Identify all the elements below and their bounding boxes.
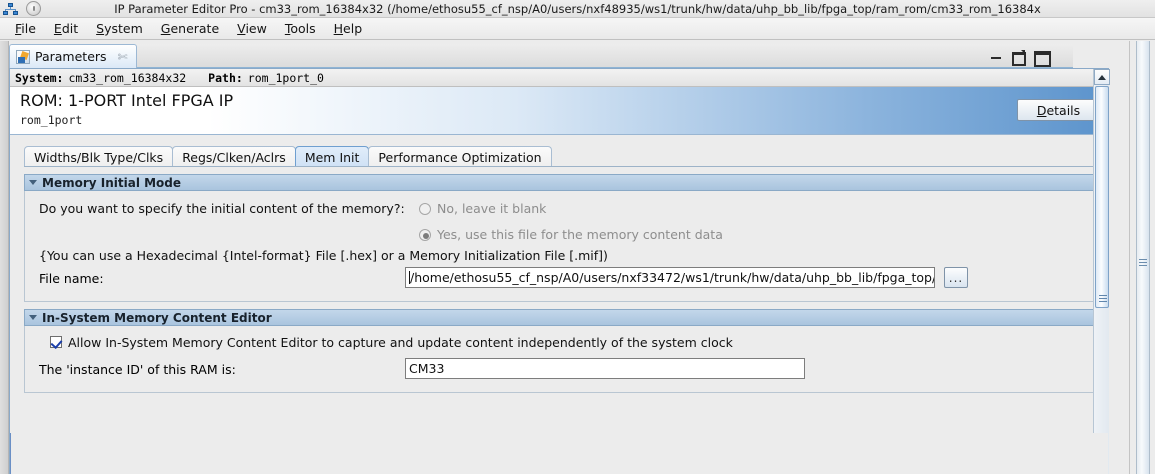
- checkbox-icon-allow-capture[interactable]: [50, 336, 62, 348]
- details-mnemonic: D: [1036, 102, 1047, 118]
- radio-option-no[interactable]: No, leave it blank: [419, 201, 546, 216]
- menu-bar: File Edit System Generate View Tools Hel…: [0, 18, 1155, 40]
- tab-label: Regs/Clken/Aclrs: [182, 149, 286, 165]
- group-memory-initial-mode-header[interactable]: Memory Initial Mode: [24, 174, 1103, 191]
- panel-body: Memory Initial Mode Do you want to speci…: [24, 174, 1103, 474]
- allow-capture-checkbox-row[interactable]: Allow In-System Memory Content Editor to…: [25, 332, 1102, 352]
- outer-scrollbar[interactable]: [1136, 41, 1150, 474]
- scroll-up-icon[interactable]: [1094, 69, 1110, 85]
- group-title: In-System Memory Content Editor: [42, 310, 272, 325]
- close-icon[interactable]: ✄: [117, 49, 128, 64]
- menu-tools[interactable]: Tools: [284, 21, 316, 36]
- path-value: rom_1port_0: [247, 70, 324, 85]
- group-memory-initial-mode: Memory Initial Mode Do you want to speci…: [24, 174, 1103, 302]
- file-name-value: /home/ethosu55_cf_nsp/A0/users/nxf33472/…: [410, 270, 935, 285]
- tab-performance-optimization[interactable]: Performance Optimization: [368, 146, 552, 167]
- menu-file[interactable]: File: [15, 21, 36, 36]
- menu-help-rest: elp: [343, 21, 363, 36]
- page-subtitle: rom_1port: [20, 113, 83, 127]
- parameter-tabs: Widths/Blk Type/Clks Regs/Clken/Aclrs Me…: [10, 145, 1109, 167]
- instance-id-input[interactable]: CM33: [405, 358, 805, 379]
- details-label-rest: etails: [1046, 102, 1081, 118]
- outer-scrollbar-grip: [1139, 259, 1147, 268]
- file-name-row: File name: /home/ethosu55_cf_nsp/A0/user…: [25, 267, 1102, 293]
- memory-content-question: Do you want to specify the initial conte…: [39, 200, 405, 216]
- radio-icon-no[interactable]: [419, 203, 431, 215]
- text-caret: [409, 271, 410, 284]
- menu-help[interactable]: Help: [333, 21, 363, 36]
- menu-edit[interactable]: Edit: [53, 21, 79, 36]
- scrollbar-thumb[interactable]: [1095, 86, 1109, 308]
- file-name-input[interactable]: /home/ethosu55_cf_nsp/A0/users/nxf33472/…: [405, 267, 935, 288]
- menu-generate[interactable]: Generate: [160, 21, 220, 36]
- tab-label: Mem Init: [304, 149, 360, 165]
- hierarchy-icon: [2, 1, 20, 17]
- chevron-down-icon[interactable]: [29, 315, 37, 320]
- radio-label-yes: Yes, use this file for the memory conten…: [437, 226, 723, 242]
- system-menu-icon[interactable]: [26, 1, 41, 16]
- menu-system-rest: ystem: [104, 21, 143, 36]
- file-name-label: File name:: [39, 271, 104, 286]
- tab-mem-init[interactable]: Mem Init: [294, 146, 370, 167]
- panel-empty-area: [10, 433, 1108, 474]
- minimize-icon[interactable]: [990, 50, 1003, 62]
- vertical-scrollbar[interactable]: [1093, 69, 1110, 474]
- radio-label-no: No, leave it blank: [437, 200, 547, 216]
- document-tab-label: Parameters: [35, 49, 107, 64]
- left-frame-strip: [0, 41, 9, 474]
- system-value: cm33_rom_16384x32: [68, 70, 187, 85]
- group-in-system-memory-content-editor: In-System Memory Content Editor Allow In…: [24, 309, 1103, 393]
- file-format-hint: {You can use a Hexadecimal {Intel-format…: [39, 248, 608, 263]
- instance-id-label: The 'instance ID' of this RAM is:: [39, 362, 236, 377]
- instance-id-row: The 'instance ID' of this RAM is: CM33: [25, 358, 1102, 384]
- scrollbar-grip: [1099, 295, 1107, 302]
- window-title: IP Parameter Editor Pro - cm33_rom_16384…: [114, 1, 1041, 16]
- system-path-row: System: cm33_rom_16384x32 Path: rom_1por…: [10, 69, 1109, 87]
- maximize-icon[interactable]: [1012, 50, 1026, 66]
- menu-system[interactable]: System: [96, 21, 143, 36]
- group-title: Memory Initial Mode: [42, 175, 182, 190]
- allow-capture-label: Allow In-System Memory Content Editor to…: [68, 334, 733, 350]
- menu-tools-rest: ools: [290, 21, 316, 36]
- radio-option-yes[interactable]: Yes, use this file for the memory conten…: [419, 227, 723, 242]
- chevron-down-icon[interactable]: [29, 180, 37, 185]
- menu-generate-rest: enerate: [170, 21, 220, 36]
- group-in-system-editor-header[interactable]: In-System Memory Content Editor: [24, 309, 1103, 326]
- main-area: Parameters ✄ System: cm33_rom_16384x32 P…: [0, 41, 1155, 474]
- tab-regs-clken-aclrs[interactable]: Regs/Clken/Aclrs: [172, 146, 296, 167]
- menu-edit-rest: dit: [61, 21, 79, 36]
- parameters-panel: System: cm33_rom_16384x32 Path: rom_1por…: [9, 68, 1110, 474]
- document-tab-strip: Parameters ✄: [9, 44, 1073, 68]
- system-label: System:: [15, 70, 64, 85]
- path-label: Path:: [208, 70, 243, 85]
- group-in-system-editor-body: Allow In-System Memory Content Editor to…: [24, 326, 1103, 393]
- page-title: ROM: 1-PORT Intel FPGA IP: [20, 91, 234, 110]
- tab-label: Widths/Blk Type/Clks: [34, 149, 164, 165]
- tab-underline: [24, 166, 1103, 167]
- document-tab-parameters[interactable]: Parameters ✄: [9, 44, 137, 68]
- tab-label: Performance Optimization: [378, 149, 542, 165]
- browse-button[interactable]: ...: [944, 267, 968, 288]
- restore-icon[interactable]: [1034, 50, 1051, 67]
- menu-view[interactable]: View: [237, 21, 267, 36]
- parameters-icon: [16, 49, 30, 64]
- window-controls: [990, 50, 1051, 67]
- group-memory-initial-mode-body: Do you want to specify the initial conte…: [24, 191, 1103, 302]
- title-bar: IP Parameter Editor Pro - cm33_rom_16384…: [0, 0, 1155, 18]
- menu-view-rest: iew: [245, 21, 267, 36]
- radio-icon-yes[interactable]: [419, 229, 431, 241]
- menu-file-rest: ile: [21, 21, 36, 36]
- tab-widths-blk-type-clks[interactable]: Widths/Blk Type/Clks: [24, 146, 174, 167]
- outer-scroll-gutter: [1129, 41, 1155, 474]
